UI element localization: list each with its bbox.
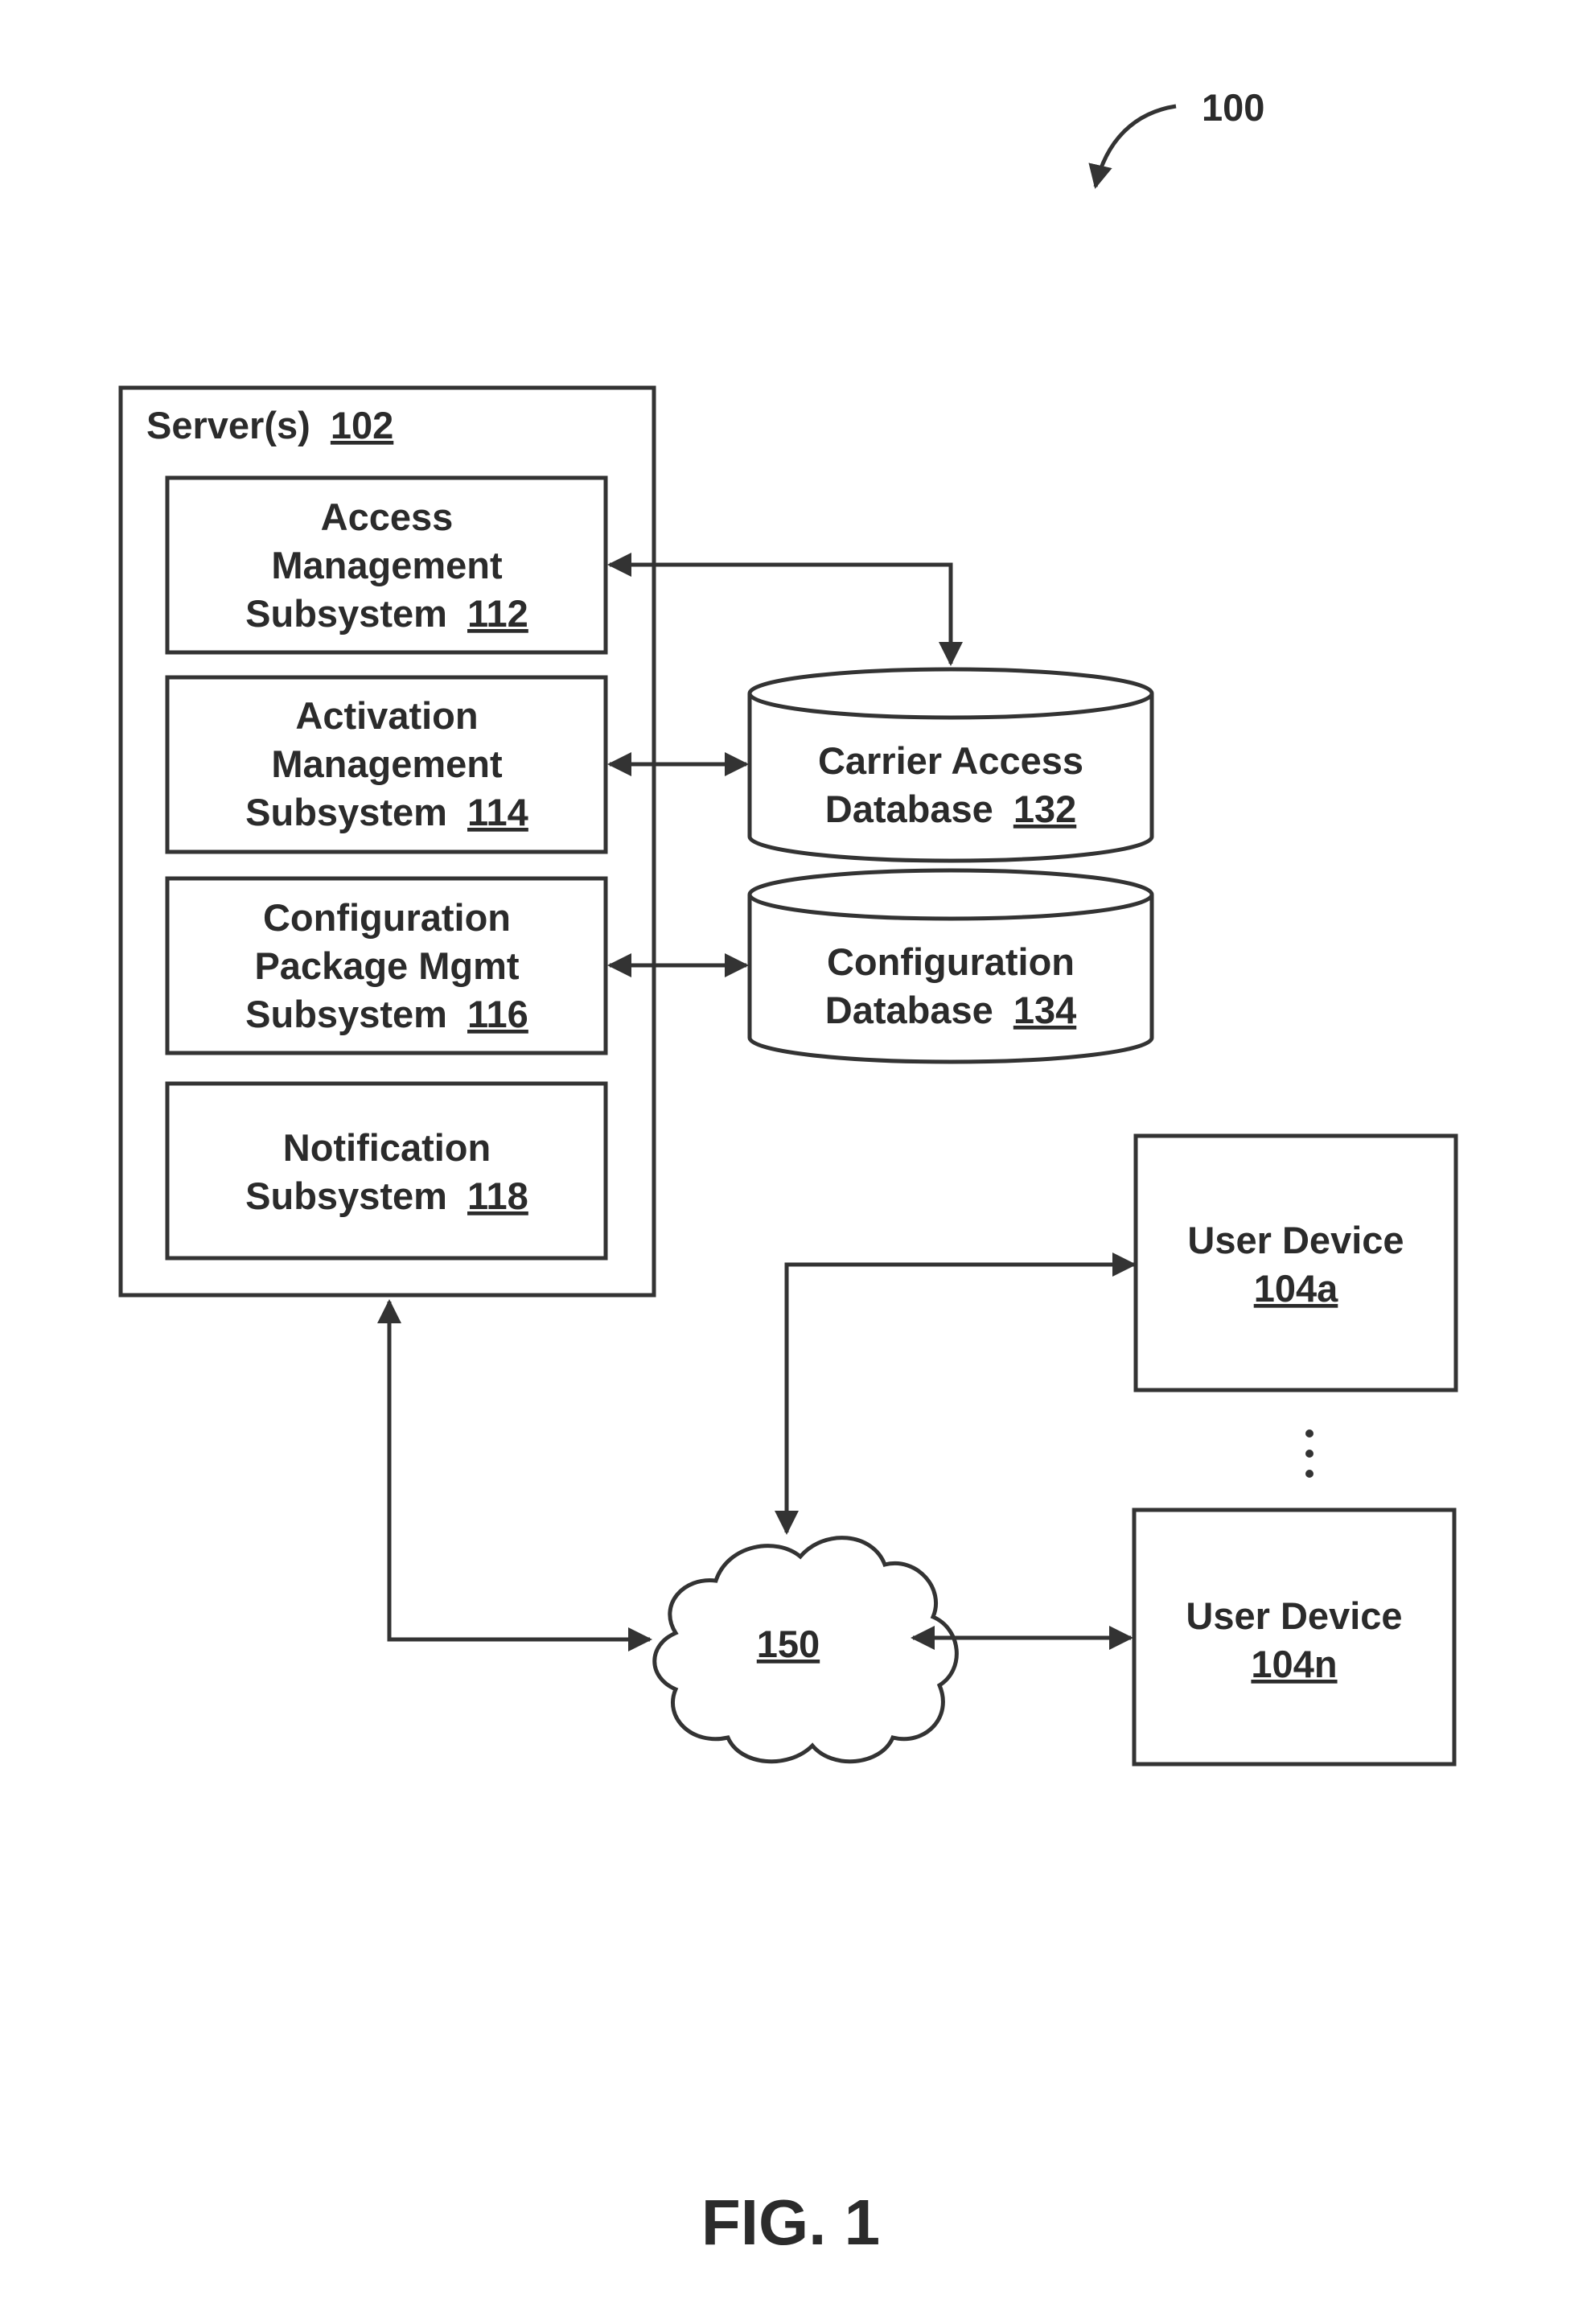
subsystem-118-ref: 118 — [467, 1174, 528, 1217]
figure-ref-label: 100 — [1202, 86, 1264, 129]
svg-text:Subsystem 112: Subsystem 112 — [245, 592, 528, 635]
database-134-line-1: Configuration — [827, 940, 1075, 983]
user-device-104n-label: User Device — [1186, 1594, 1402, 1637]
user-device-104n: User Device 104n — [1134, 1510, 1454, 1764]
network-ref: 150 — [757, 1623, 820, 1665]
svg-text:Server(s) 102: Server(s) 102 — [146, 404, 393, 446]
subsystem-112-line-1: Access — [321, 496, 454, 538]
subsystem-114-line-3: Subsystem — [245, 791, 447, 833]
subsystem-112-line-3: Subsystem — [245, 592, 447, 635]
configuration-package-mgmt-subsystem: Configuration Package Mgmt Subsystem 116 — [167, 878, 606, 1053]
user-device-104a-ref: 104a — [1254, 1267, 1338, 1310]
subsystem-112-ref: 112 — [467, 592, 528, 635]
subsystem-118-line-1: Notification — [283, 1126, 491, 1169]
connector-network-to-104a — [787, 1265, 1134, 1532]
database-134-line-2: Database — [825, 989, 993, 1031]
configuration-database: Configuration Database 134 — [750, 870, 1152, 1062]
svg-text:Database 132: Database 132 — [825, 788, 1076, 830]
connector-server-to-network — [389, 1302, 650, 1639]
activation-management-subsystem: Activation Management Subsystem 114 — [167, 677, 606, 852]
access-management-subsystem: Access Management Subsystem 112 — [167, 478, 606, 652]
figure-caption: FIG. 1 — [701, 2186, 880, 2258]
server-label: Server(s) — [146, 404, 310, 446]
svg-text:Subsystem 114: Subsystem 114 — [245, 791, 528, 833]
server-ref: 102 — [331, 404, 393, 446]
user-device-104a-label: User Device — [1187, 1219, 1404, 1261]
subsystem-116-line-3: Subsystem — [245, 993, 447, 1035]
subsystem-112-line-2: Management — [271, 544, 503, 586]
subsystem-114-line-2: Management — [271, 742, 503, 785]
reference-arrow — [1096, 106, 1176, 187]
user-device-104a: User Device 104a — [1136, 1136, 1456, 1390]
database-icon — [750, 669, 1152, 718]
svg-text:Subsystem 118: Subsystem 118 — [245, 1174, 528, 1217]
subsystem-116-line-2: Package Mgmt — [254, 944, 519, 987]
database-132-line-2: Database — [825, 788, 993, 830]
svg-text:Subsystem 116: Subsystem 116 — [245, 993, 528, 1035]
database-132-line-1: Carrier Access — [818, 739, 1083, 782]
subsystem-118-line-2: Subsystem — [245, 1174, 447, 1217]
carrier-access-database: Carrier Access Database 132 — [750, 669, 1152, 861]
database-132-ref: 132 — [1013, 788, 1076, 830]
database-icon — [750, 870, 1152, 919]
connector-112-to-132 — [610, 565, 951, 664]
subsystem-116-line-1: Configuration — [263, 896, 511, 939]
database-134-ref: 134 — [1013, 989, 1076, 1031]
notification-subsystem: Notification Subsystem 118 — [167, 1084, 606, 1258]
server-container: Server(s) 102 Access Management Subsyste… — [121, 388, 654, 1295]
network-cloud: 150 — [655, 1538, 957, 1762]
user-device-104n-ref: 104n — [1251, 1643, 1337, 1685]
subsystem-116-ref: 116 — [467, 993, 528, 1035]
svg-text:Database 134: Database 134 — [825, 989, 1076, 1031]
subsystem-114-ref: 114 — [467, 791, 528, 833]
device-ellipsis — [1305, 1429, 1314, 1478]
subsystem-114-line-1: Activation — [295, 694, 478, 737]
figure-reference-100: 100 — [1096, 86, 1264, 187]
